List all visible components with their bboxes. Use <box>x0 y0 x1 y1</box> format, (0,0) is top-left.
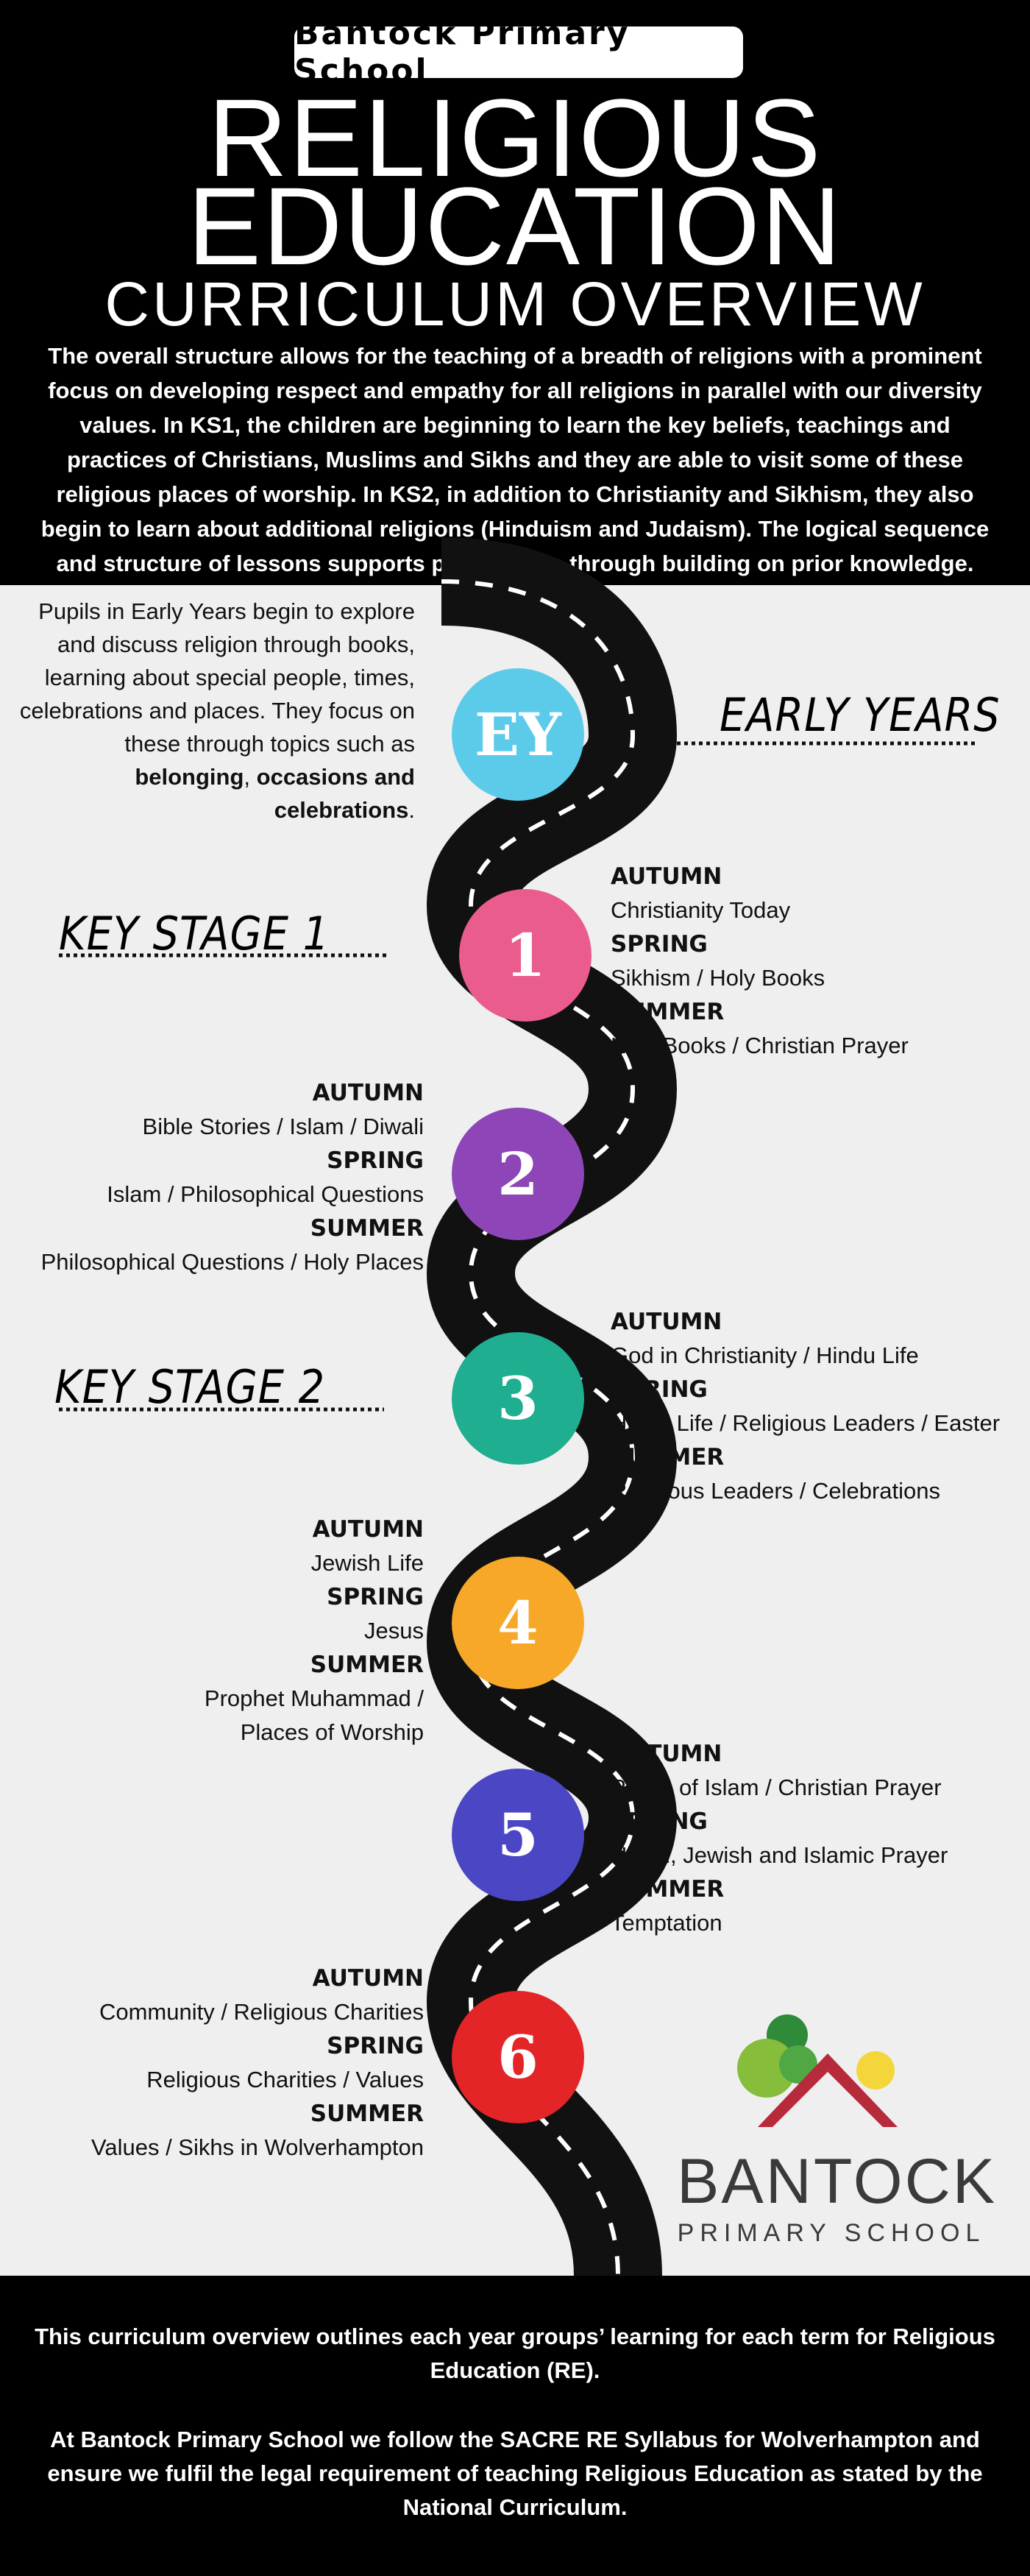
year-4-topics: AUTUMN Jewish Life SPRING Jesus SUMMER P… <box>15 1512 424 1749</box>
year-5-autumn-heading: AUTUMN <box>611 1741 722 1767</box>
logo-sun-yellow <box>856 2051 895 2090</box>
year-5-topics: AUTUMN Pillars of Islam / Christian Pray… <box>611 1737 1023 1940</box>
logo-tree-green <box>779 2045 817 2084</box>
year-6-autumn-topic: Community / Religious Charities <box>99 1999 424 2025</box>
year-1-autumn-topic: Christianity Today <box>611 897 791 923</box>
year-2-spring-topic: Islam / Philosophical Questions <box>107 1181 424 1207</box>
year-3-autumn-topic: God in Christianity / Hindu Life <box>611 1342 919 1368</box>
logo-roof <box>758 2053 898 2127</box>
year-1-topics: AUTUMN Christianity Today SPRING Sikhism… <box>611 860 1023 1063</box>
year-5-autumn-topic: Pillars of Islam / Christian Prayer <box>611 1774 942 1800</box>
year-5-summer-topic: Temptation <box>611 1910 722 1936</box>
year-4-badge: 4 <box>452 1557 584 1689</box>
footer-paragraph-1: This curriculum overview outlines each y… <box>35 2324 995 2383</box>
year-6-topics: AUTUMN Community / Religious Charities S… <box>15 1961 424 2165</box>
year-2-summer-topic: Philosophical Questions / Holy Places <box>40 1249 424 1275</box>
logo-wordmark: BANTOCK <box>677 2146 998 2217</box>
year-4-summer-topic-line1: Prophet Muhammad / <box>204 1685 424 1711</box>
year-2-autumn-topic: Bible Stories / Islam / Diwali <box>142 1114 424 1139</box>
early-years-badge: EY <box>452 668 584 801</box>
year-3-summer-heading: SUMMER <box>611 1444 725 1471</box>
year-6-summer-heading: SUMMER <box>310 2101 424 2127</box>
ey-text-start: Pupils in Early Years begin to explore a… <box>19 598 415 757</box>
year-6-summer-topic: Values / Sikhs in Wolverhampton <box>90 2134 424 2160</box>
year-3-spring-heading: SPRING <box>611 1376 708 1403</box>
year-3-spring-topic: Hindu Life / Religious Leaders / Easter <box>611 1410 1001 1436</box>
year-5-badge: 5 <box>452 1769 584 1901</box>
year-6-autumn-heading: AUTUMN <box>312 1965 424 1992</box>
year-1-spring-topic: Sikhism / Holy Books <box>611 965 825 991</box>
year-4-autumn-heading: AUTUMN <box>312 1516 424 1543</box>
year-6-spring-topic: Religious Charities / Values <box>146 2067 424 2092</box>
year-3-summer-topic: Religious Leaders / Celebrations <box>611 1478 941 1504</box>
year-6-spring-heading: SPRING <box>327 2033 424 2059</box>
intro-paragraph: The overall structure allows for the tea… <box>40 343 990 576</box>
ey-text-belonging: belonging <box>135 764 244 790</box>
ey-text-end: . <box>408 797 415 823</box>
year-3-topics: AUTUMN God in Christianity / Hindu Life … <box>611 1305 1023 1508</box>
header-banner: Bantock Primary School RELIGIOUS EDUCATI… <box>0 0 1030 585</box>
ey-text-mid: , <box>244 764 257 790</box>
year-4-autumn-topic: Jewish Life <box>310 1550 424 1576</box>
year-5-spring-heading: SPRING <box>611 1808 708 1835</box>
logo-tree-light-green <box>737 2039 796 2098</box>
logo-subtitle: PRIMARY SCHOOL <box>677 2219 986 2247</box>
early-years-label: EARLY YEARS <box>720 688 1001 742</box>
year-5-spring-topic: Hindu, Jewish and Islamic Prayer <box>611 1842 948 1868</box>
year-6-badge: 6 <box>452 1991 584 2123</box>
year-5-summer-heading: SUMMER <box>611 1876 725 1903</box>
early-years-description: Pupils in Early Years begin to explore a… <box>15 595 415 827</box>
footer-paragraph-2: At Bantock Primary School we follow the … <box>47 2427 983 2520</box>
year-4-spring-topic: Jesus <box>364 1618 424 1643</box>
year-1-summer-heading: SUMMER <box>611 999 725 1025</box>
year-1-badge: 1 <box>459 889 592 1022</box>
year-4-summer-heading: SUMMER <box>310 1652 424 1678</box>
title-education: EDUCATION <box>187 164 843 288</box>
year-2-autumn-heading: AUTUMN <box>312 1080 424 1106</box>
year-4-summer-topic-line2: Places of Worship <box>240 1719 424 1745</box>
year-2-spring-heading: SPRING <box>327 1147 424 1174</box>
year-4-spring-heading: SPRING <box>327 1584 424 1610</box>
year-3-autumn-heading: AUTUMN <box>611 1309 722 1335</box>
ks2-label: KEY STAGE 2 <box>54 1360 326 1414</box>
year-2-topics: AUTUMN Bible Stories / Islam / Diwali SP… <box>15 1076 424 1279</box>
ks1-label: KEY STAGE 1 <box>59 907 330 960</box>
year-3-badge: 3 <box>452 1332 584 1465</box>
subtitle: CURRICULUM OVERVIEW <box>104 269 926 339</box>
school-name-badge: Bantock Primary School <box>294 15 743 90</box>
title-religious: RELIGIOUS <box>207 76 823 199</box>
year-1-summer-topic: Holy Books / Christian Prayer <box>611 1033 909 1058</box>
year-2-badge: 2 <box>452 1108 584 1240</box>
school-logo <box>737 2014 898 2127</box>
year-2-summer-heading: SUMMER <box>310 1215 424 1242</box>
year-1-spring-heading: SPRING <box>611 931 708 958</box>
year-1-autumn-heading: AUTUMN <box>611 863 722 890</box>
ey-text-occasions: occasions and celebrations <box>256 764 415 823</box>
footer-banner: This curriculum overview outlines each y… <box>0 2276 1030 2576</box>
